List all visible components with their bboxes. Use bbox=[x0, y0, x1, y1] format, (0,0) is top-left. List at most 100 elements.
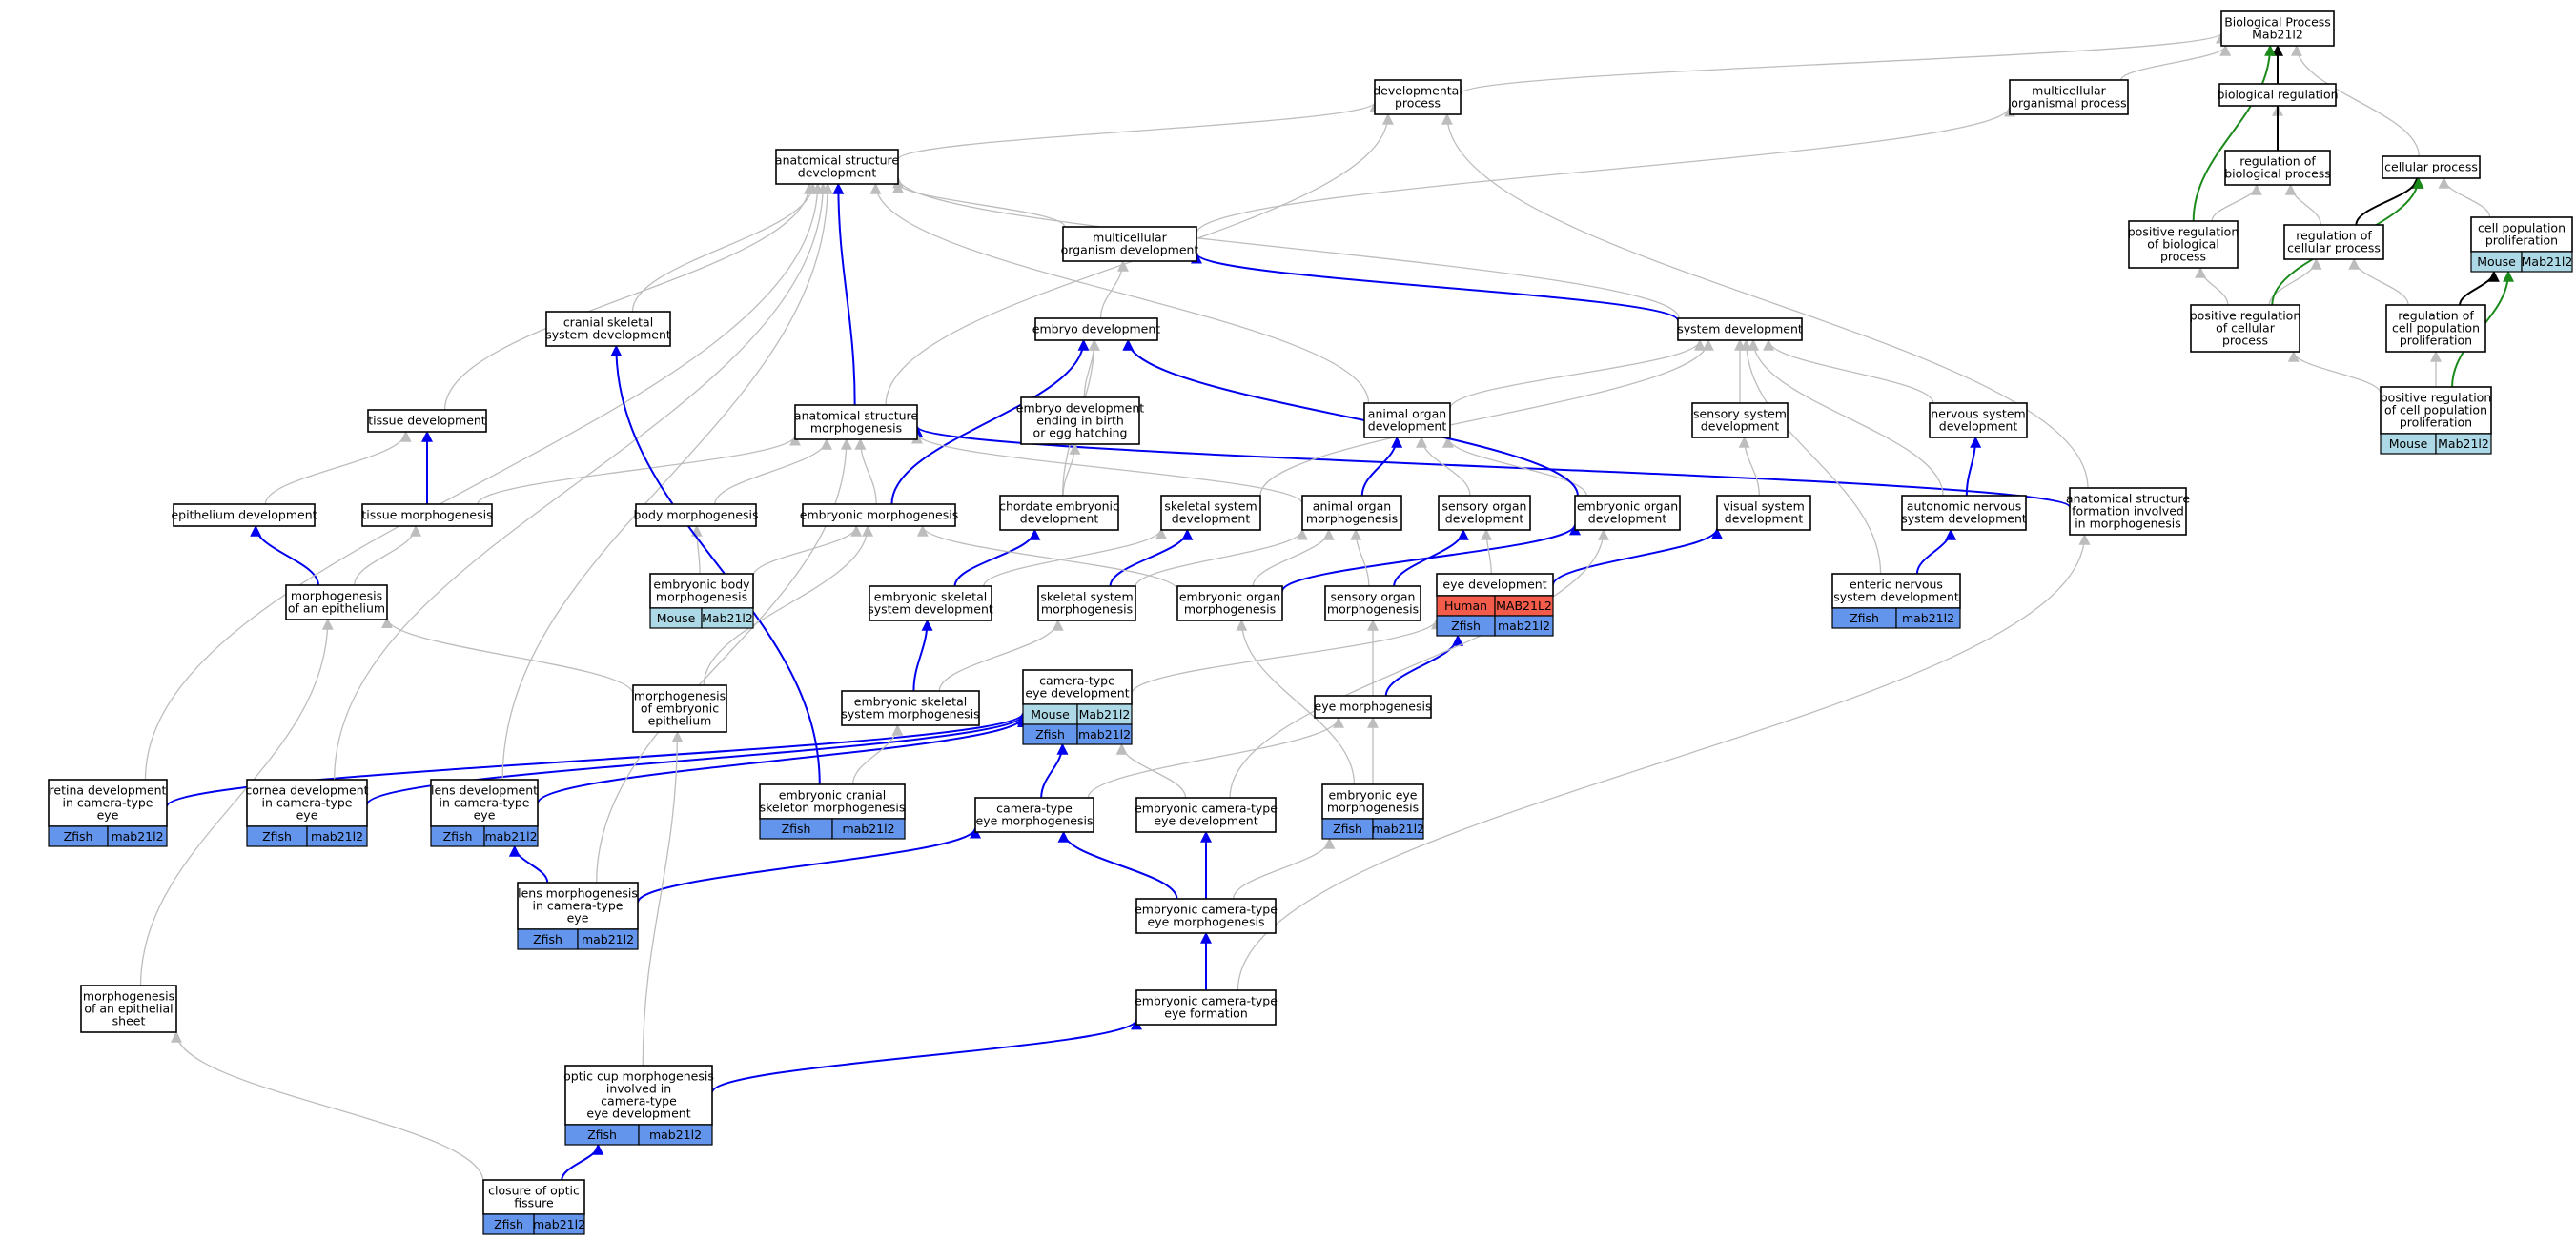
term-label-line: eye development bbox=[1442, 578, 1546, 592]
term-box bbox=[2385, 304, 2486, 353]
term-label-line: anatomical structure bbox=[2066, 492, 2190, 506]
edge-is-a-emborgmorph-to-embmorph bbox=[916, 524, 1178, 591]
term-label-line: morphogenesis bbox=[656, 590, 747, 604]
edge-is-a-vissysdev-to-senssysdev bbox=[1738, 436, 1761, 497]
term-label-line: regulation of bbox=[2296, 229, 2372, 243]
term-label-line: morphogenesis bbox=[83, 989, 174, 1004]
term-node-eyemorph[interactable]: eye morphogenesis bbox=[1314, 695, 1432, 719]
term-label-line: embryonic eye bbox=[1328, 788, 1417, 803]
term-box bbox=[1135, 989, 1277, 1026]
term-node-cellproc[interactable]: cellular process bbox=[2382, 155, 2481, 179]
edge-is-a-emborgdev-to-animorgdev bbox=[1441, 436, 1587, 497]
gene-cell bbox=[306, 825, 368, 847]
gene-cell bbox=[701, 607, 754, 629]
gene-cell bbox=[107, 825, 168, 847]
edge-is-a-bodymorph-to-asmorph bbox=[714, 437, 832, 505]
term-box bbox=[1062, 226, 1197, 262]
term-box bbox=[794, 404, 918, 440]
edge-part-of-emborgdev-to-embdev bbox=[1122, 338, 1579, 497]
edge-part-of-morphepi-to-epidev bbox=[250, 524, 319, 586]
edge-is-a-animorgdev-to-asdev bbox=[869, 182, 1370, 404]
term-node-embdev[interactable]: embryo development bbox=[1032, 317, 1161, 341]
term-node-tissuedev[interactable]: tissue development bbox=[367, 409, 487, 433]
term-node-sysdev[interactable]: system development bbox=[1677, 317, 1803, 341]
edge-is-a-opticcup-to-morphembepi bbox=[642, 730, 684, 1067]
term-box bbox=[869, 585, 992, 621]
term-label-line: process bbox=[2160, 250, 2206, 264]
term-node-epidev[interactable]: epithelium development bbox=[171, 503, 317, 527]
term-label-line: eye bbox=[97, 808, 119, 823]
term-node-embmorph[interactable]: embryonic morphogenesis bbox=[800, 503, 958, 527]
term-label-line: morphogenesis bbox=[291, 589, 382, 603]
term-box bbox=[2382, 155, 2481, 179]
gene-label: mab21l2 bbox=[1902, 611, 1954, 625]
term-label-line: of cellular bbox=[2216, 321, 2276, 335]
term-label-line: system development bbox=[868, 602, 993, 617]
gene-label: mab21l2 bbox=[484, 829, 537, 844]
term-label-line: regulation of bbox=[2398, 309, 2474, 323]
term-box bbox=[2470, 216, 2573, 253]
term-label-line: skeletal system bbox=[1040, 590, 1133, 604]
term-label-line: enteric nervous bbox=[1850, 578, 1943, 592]
edge-is-a-embcamdev-to-emborgdev bbox=[1229, 528, 1609, 799]
term-label-line: development bbox=[1020, 512, 1099, 526]
term-node-tissuemorph[interactable]: tissue morphogenesis bbox=[361, 503, 493, 527]
term-node-bioreg[interactable]: biological regulation bbox=[2217, 83, 2339, 107]
term-label-line: anatomical structure bbox=[794, 409, 918, 423]
term-label-line: morphogenesis bbox=[634, 689, 726, 703]
term-label-line: system development bbox=[545, 328, 671, 342]
term-node-bodymorph[interactable]: body morphogenesis bbox=[633, 503, 759, 527]
term-label-line: embryonic skeletal bbox=[854, 695, 967, 709]
